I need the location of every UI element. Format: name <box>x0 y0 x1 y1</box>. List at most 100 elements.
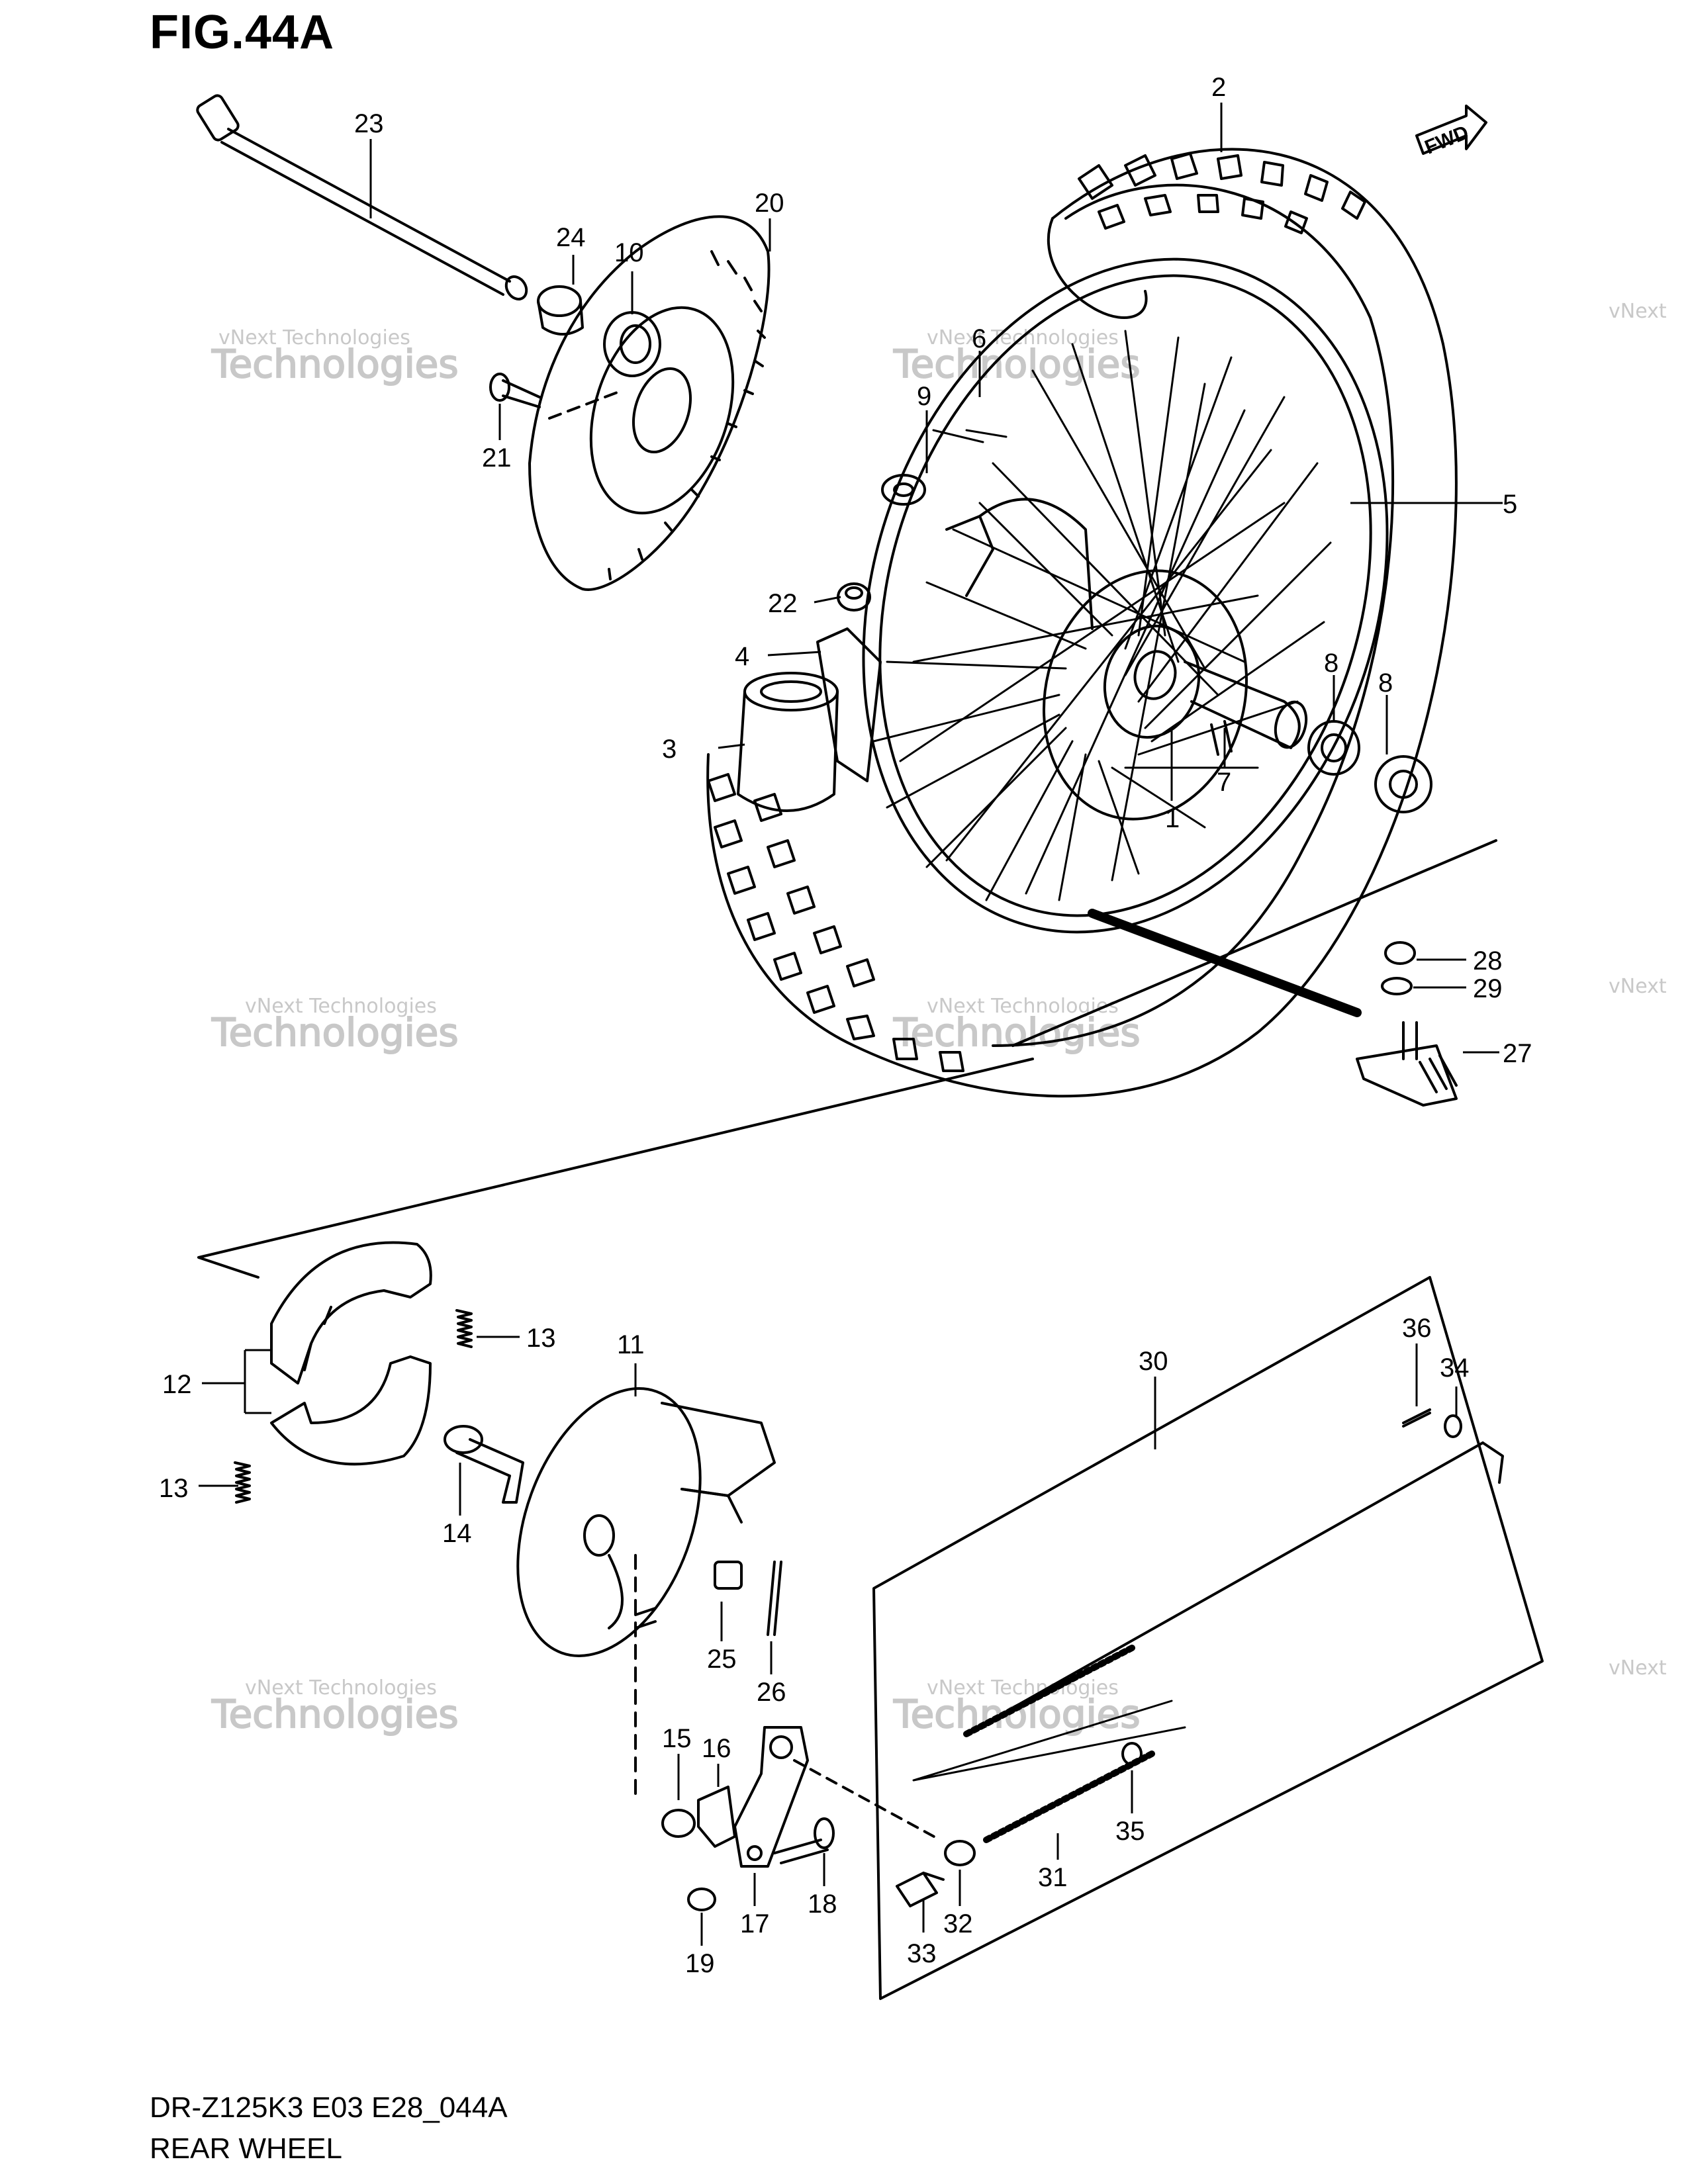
sprocket-bolt-21 <box>489 373 624 420</box>
brake-arm-nut-19 <box>687 1888 716 1911</box>
brake-shoe-12 <box>270 1241 432 1385</box>
rod-spring-upper <box>963 1645 1135 1737</box>
adjust-nut-33 <box>896 1872 945 1907</box>
oil-seal-10 <box>603 311 661 377</box>
callout-1: 1 <box>1165 804 1180 833</box>
washer-35 <box>1121 1742 1143 1766</box>
callout-22: 22 <box>768 589 798 618</box>
rim-lock-washer-29 <box>1381 977 1413 995</box>
callout-12: 12 <box>162 1370 192 1399</box>
rim-band-4 <box>816 627 882 782</box>
watermark-word: Technologies <box>893 1692 1141 1737</box>
watermark-word: Technologies <box>211 341 459 387</box>
callout-3: 3 <box>662 735 677 764</box>
callout-4: 4 <box>735 642 749 671</box>
rim-5 <box>862 257 1389 934</box>
callout-32: 32 <box>943 1909 973 1938</box>
joint-32 <box>944 1840 976 1866</box>
watermark-small: vNext <box>1609 1657 1667 1680</box>
callout-8: 8 <box>1324 649 1338 678</box>
watermark-brand: vNext Technologies <box>218 326 410 349</box>
rim-lock-27 <box>1356 1021 1458 1107</box>
callout-6: 6 <box>972 324 986 353</box>
callout-14: 14 <box>442 1519 472 1548</box>
callout-19: 19 <box>685 1949 715 1978</box>
watermark-word: Technologies <box>893 341 1141 387</box>
callout-16: 16 <box>702 1734 731 1763</box>
brake-spring-13b <box>234 1461 251 1504</box>
rear-axle-23 <box>196 94 528 300</box>
callout-7: 7 <box>1217 768 1231 797</box>
watermark-brand: vNext Technologies <box>245 995 437 1018</box>
brake-rod-box-30 <box>872 1276 1544 2000</box>
axle-spacer-24 <box>537 285 584 336</box>
watermark-edge: vNext <box>1609 300 1667 323</box>
watermark-edge: vNext <box>1609 1657 1667 1680</box>
wear-indicator-16 <box>697 1786 736 1848</box>
rim-lock-nut-28 <box>1384 941 1416 965</box>
hub-bolt-7 <box>1210 720 1233 756</box>
washer-34 <box>1444 1414 1462 1438</box>
callout-26: 26 <box>757 1678 786 1707</box>
cotter-pin-36 <box>1402 1408 1431 1428</box>
watermark-word: Technologies <box>211 1692 459 1737</box>
watermark: vNext Technologies Technologies <box>892 326 1141 387</box>
callout-20: 20 <box>755 189 784 218</box>
spokes-6 <box>872 330 1332 901</box>
brake-arm-bolt-18 <box>773 1817 835 1864</box>
brake-arm-17 <box>733 1726 809 1868</box>
callout-9: 9 <box>917 382 931 411</box>
callout-25: 25 <box>707 1645 737 1674</box>
hub-leader <box>1011 839 1497 1047</box>
watermark-small: vNext <box>1609 300 1667 323</box>
callout-2: 2 <box>1211 73 1226 102</box>
callout-28: 28 <box>1473 946 1503 976</box>
callout-23: 23 <box>354 109 384 138</box>
watermark-brand: vNext Technologies <box>927 1676 1119 1700</box>
callout-27: 27 <box>1503 1039 1532 1068</box>
callout-34: 34 <box>1440 1353 1470 1383</box>
tire-tread-top <box>1047 152 1366 319</box>
callout-18: 18 <box>808 1889 837 1919</box>
callout-13b: 13 <box>159 1474 189 1503</box>
hub-bearing-8b <box>1374 755 1432 813</box>
brake-spring-13 <box>455 1309 473 1348</box>
o-ring-15 <box>661 1809 696 1838</box>
rod-alignment <box>793 1759 941 1841</box>
callout-36: 36 <box>1402 1314 1432 1343</box>
fwd-arrow-icon <box>1415 105 1487 155</box>
callout-10: 10 <box>614 238 644 267</box>
callout-24: 24 <box>556 223 586 252</box>
watermark-word: Technologies <box>893 1010 1141 1055</box>
callout-29: 29 <box>1473 974 1503 1003</box>
callout-5: 5 <box>1503 490 1517 519</box>
tube-3 <box>737 672 839 812</box>
rod-leader <box>912 1700 1186 1782</box>
callout-labels: 1 2 3 4 5 6 7 8 8 9 10 11 12 13 13 14 15… <box>159 73 1532 1978</box>
callout-31: 31 <box>1038 1863 1068 1892</box>
figure-title: FIG.44A <box>150 6 335 59</box>
brake-cam-14 <box>444 1425 524 1504</box>
rod-spring-31 <box>983 1751 1155 1843</box>
line-art <box>196 94 1544 2000</box>
brake-rod-30 <box>965 1441 1504 1735</box>
sprocket-nut-22 <box>837 582 871 612</box>
callout-leaders <box>199 103 1503 1946</box>
watermark: vNext Technologies Technologies <box>892 1676 1141 1737</box>
tire-tread-bottom <box>707 773 964 1072</box>
callout-15: 15 <box>662 1724 692 1753</box>
watermark-brand: vNext Technologies <box>245 1676 437 1700</box>
rear-sprocket-20 <box>528 215 771 591</box>
callout-11: 11 <box>617 1330 645 1359</box>
cotter-pin-26 <box>767 1561 782 1636</box>
callout-33: 33 <box>907 1939 937 1968</box>
brake-nut-25 <box>714 1561 743 1590</box>
brake-shoe-12b <box>270 1355 432 1466</box>
watermark: vNext Technologies Technologies <box>211 326 459 387</box>
callout-13: 13 <box>526 1324 556 1353</box>
hub-1 <box>945 498 1308 821</box>
brake-leader <box>197 1058 1034 1279</box>
rear-tire-2 <box>706 148 1458 1098</box>
brake-panel-11 <box>516 1387 776 1657</box>
